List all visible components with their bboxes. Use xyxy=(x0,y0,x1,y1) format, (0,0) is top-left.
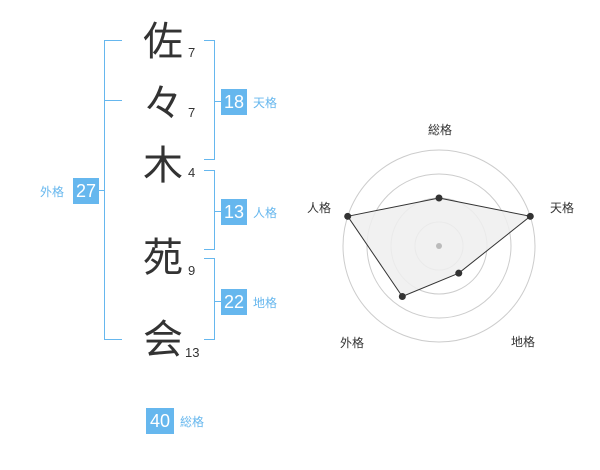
radar-grid-ring xyxy=(342,149,536,343)
radar-point-3 xyxy=(455,269,463,277)
radar-point-4 xyxy=(398,292,406,300)
gaikaku-label: 外格 xyxy=(40,185,65,199)
soukaku-value: 40 xyxy=(146,408,174,434)
stroke-count-2: 7 xyxy=(188,105,196,120)
chikaku-label: 地格 xyxy=(253,296,278,310)
name-char-4: 苑 xyxy=(143,235,183,281)
radar-axis-label-tenkaku: 天格 xyxy=(550,201,575,215)
stroke-count-1: 7 xyxy=(188,45,196,60)
radar-axis-label-chikaku: 地格 xyxy=(511,335,536,349)
radar-center-dot xyxy=(436,243,442,249)
gaikaku-value: 27 xyxy=(73,178,99,204)
radar-axis-label-soukaku: 総格 xyxy=(428,123,453,137)
stroke-count-5: 13 xyxy=(185,345,200,360)
radar-axis-label-gaikaku: 外格 xyxy=(340,336,365,350)
name-char-2: 々 xyxy=(143,81,183,127)
radar-point-1 xyxy=(435,194,443,202)
soukaku-label: 総格 xyxy=(180,415,205,429)
radar-axis-label-jinkaku: 人格 xyxy=(307,201,332,215)
radar-point-5 xyxy=(344,212,352,220)
jinkaku-value: 13 xyxy=(221,199,247,225)
chikaku-value: 22 xyxy=(221,289,247,315)
jinkaku-label: 人格 xyxy=(253,206,278,220)
tenkaku-label: 天格 xyxy=(253,96,278,110)
name-char-3: 木 xyxy=(143,143,183,189)
tenkaku-value: 18 xyxy=(221,89,247,115)
name-char-1: 佐 xyxy=(143,19,183,65)
name-char-5: 会 xyxy=(143,317,183,363)
stroke-count-3: 4 xyxy=(188,165,196,180)
stroke-count-4: 9 xyxy=(188,263,196,278)
radar-point-2 xyxy=(526,212,534,220)
radar-grid-ring xyxy=(366,173,512,319)
